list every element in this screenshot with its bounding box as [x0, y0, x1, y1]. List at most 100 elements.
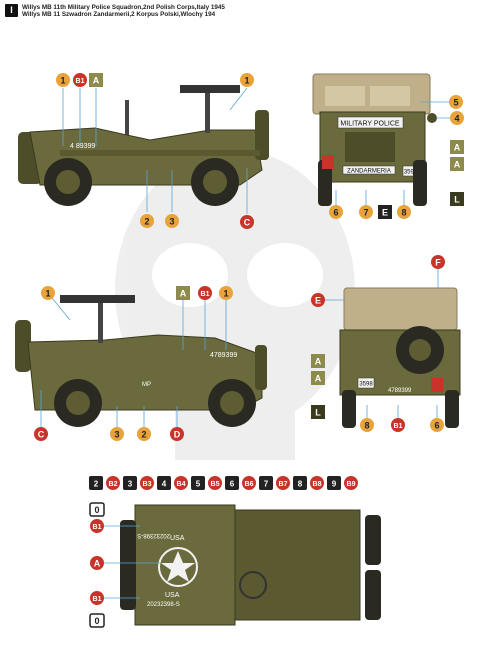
callout-1-icon — [240, 73, 254, 87]
marker-label: 2 — [94, 480, 99, 489]
callout-label: C — [38, 430, 45, 440]
marker-label: 4 — [162, 480, 167, 489]
callout-b1-icon — [198, 286, 212, 300]
marker-label: 7 — [264, 480, 269, 489]
callout-6-icon — [430, 418, 444, 432]
callout-label: A — [454, 143, 461, 153]
callout-6-icon — [329, 205, 343, 219]
callout-label: E — [315, 296, 321, 306]
top-view: USA USA 20232398-S 20232398-S — [120, 504, 381, 626]
top-serial: 20232398-S — [147, 602, 180, 608]
callout-1-icon — [56, 73, 70, 87]
marker-label: B5 — [211, 481, 220, 488]
number-markers-row: 2 B2 3 B3 4 B4 5 B5 6 B6 7 B7 8 B8 9 B9 — [89, 476, 358, 490]
callout-5-icon — [449, 95, 463, 109]
callout-c-icon — [240, 215, 254, 229]
callout-label: 6 — [434, 421, 439, 431]
marker-label: 6 — [230, 480, 235, 489]
callout-l-icon — [311, 405, 325, 419]
callout-label: C — [244, 218, 251, 228]
header-line-2: Willys MB 11 Szwadron Zandarmerii,2 Korp… — [22, 11, 216, 18]
front-view: MILITARY POLICE ZANDARMERIA 3598 — [312, 73, 437, 206]
callout-label: F — [435, 258, 441, 268]
callout-label: B1 — [76, 78, 85, 85]
callout-8-icon — [360, 418, 374, 432]
callout-a-icon — [176, 286, 190, 300]
callout-label: 3 — [169, 217, 174, 227]
top-usa-1: USA — [170, 535, 185, 542]
top-serial-rev: 20232398-S — [137, 532, 170, 538]
callout-0-icon — [89, 502, 105, 517]
side-view-1: 4 89399 — [18, 85, 269, 206]
callout-label: 8 — [401, 208, 406, 218]
callout-e-icon — [311, 293, 325, 307]
callout-label: E — [382, 208, 388, 218]
callout-label: 1 — [244, 76, 249, 86]
callout-label: 0 — [94, 505, 99, 515]
marker-label: 3 — [128, 480, 133, 489]
marker-label: B8 — [313, 481, 322, 488]
marker-label: 5 — [196, 480, 201, 489]
front-number: 3598 — [404, 170, 418, 176]
callout-2-icon — [140, 214, 154, 228]
callout-0-icon — [89, 613, 105, 628]
callout-7-icon — [359, 205, 373, 219]
callout-label: 2 — [141, 430, 146, 440]
callout-label: 2 — [144, 217, 149, 227]
marker-label: B4 — [177, 481, 186, 488]
side2-number: 4789399 — [210, 352, 237, 359]
callout-label: A — [180, 289, 187, 299]
marker-label: B7 — [279, 481, 288, 488]
rear-view: 3598 4789399 — [339, 287, 461, 428]
callout-label: A — [94, 559, 101, 569]
callout-a-icon — [89, 73, 103, 87]
callout-label: B1 — [394, 423, 403, 430]
marker-label: B2 — [109, 481, 118, 488]
callout-f-icon — [431, 255, 445, 269]
rear-number: 4789399 — [388, 388, 412, 394]
callout-label: B1 — [201, 291, 210, 298]
header-line-1: Willys MB 11th Military Police Squadron,… — [22, 4, 225, 11]
callout-b1-icon — [73, 73, 87, 87]
front-sign: MILITARY POLICE — [340, 121, 399, 128]
callout-label: 1 — [60, 76, 65, 86]
marker-label: 8 — [298, 480, 303, 489]
callout-a-icon — [90, 556, 104, 570]
side1-number: 4 89399 — [70, 143, 95, 150]
callout-4-icon — [450, 111, 464, 125]
front-plate: ZANDARMERIA — [347, 169, 391, 175]
callout-2-icon — [137, 427, 151, 441]
marker-label: B3 — [143, 481, 152, 488]
marker-label: 9 — [332, 480, 337, 489]
callout-label: A — [93, 76, 100, 86]
callout-l-icon — [450, 192, 464, 206]
callout-3-icon — [110, 427, 124, 441]
callout-label: B1 — [93, 524, 102, 531]
callout-b1-icon — [90, 519, 104, 533]
callout-label: A — [315, 374, 322, 384]
callout-label: 6 — [333, 208, 338, 218]
callout-label: 4 — [454, 114, 459, 124]
callout-c-icon — [34, 427, 48, 441]
side2-mp: MP — [142, 382, 151, 388]
callout-label: 0 — [94, 616, 99, 626]
callout-e-icon — [378, 205, 392, 219]
callout-a-icon — [311, 354, 325, 368]
callout-label: D — [174, 430, 181, 440]
rear-plate: 3598 — [359, 382, 373, 388]
callout-3-icon — [165, 214, 179, 228]
callout-label: A — [315, 357, 322, 367]
callout-1-icon — [41, 286, 55, 300]
callout-label: 8 — [364, 421, 369, 431]
callout-b1-icon — [391, 418, 405, 432]
callout-label: 1 — [223, 289, 228, 299]
callout-label: 3 — [114, 430, 119, 440]
callout-a-icon — [450, 140, 464, 154]
callout-label: L — [454, 195, 460, 205]
callout-1-icon — [219, 286, 233, 300]
callout-label: A — [454, 160, 461, 170]
callout-a-icon — [311, 371, 325, 385]
callout-label: B1 — [93, 596, 102, 603]
callout-a-icon — [450, 157, 464, 171]
